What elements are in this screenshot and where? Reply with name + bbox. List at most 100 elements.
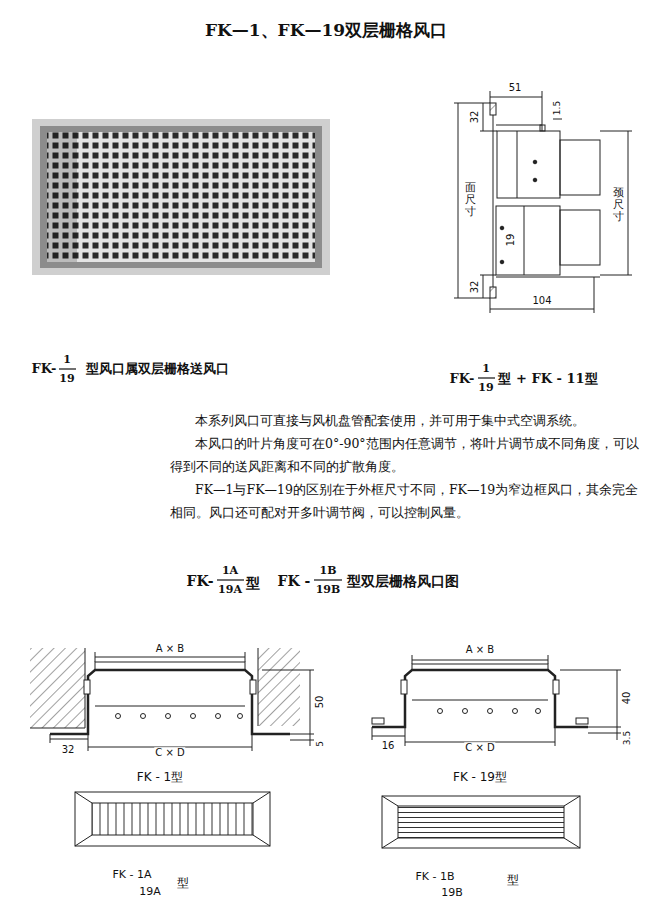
figure-caption: 19A <box>138 886 162 899</box>
ceiling-hatch <box>258 648 300 726</box>
clip <box>553 680 559 694</box>
figure-caption: FK - 1型 <box>136 771 184 785</box>
dimension-line <box>483 103 484 131</box>
subtitle-text: FK - <box>277 573 312 589</box>
grille-frame <box>32 119 330 275</box>
subtitle-fraction: 1B <box>319 565 338 578</box>
dimension-line <box>628 131 629 275</box>
extension-line <box>88 734 89 751</box>
caption-text: 型 + FK - 11型 <box>497 372 598 387</box>
fraction-bars <box>59 369 495 580</box>
ceiling-line <box>30 728 85 729</box>
dimension-line <box>458 103 459 298</box>
dimension-line <box>372 736 405 737</box>
dimension-line <box>490 309 594 310</box>
fk1-section <box>30 648 314 846</box>
figure-caption: 型 <box>176 877 190 891</box>
hood <box>412 664 548 670</box>
blade-pivot <box>216 714 221 719</box>
dimension-value: 3.5 <box>622 730 632 746</box>
blade-line <box>412 700 548 701</box>
figure-caption: FK - 19型 <box>452 771 508 785</box>
dimension-line <box>95 657 245 658</box>
dimension-value: 104 <box>531 295 552 307</box>
grille-face <box>40 126 322 268</box>
extension-line <box>454 298 490 299</box>
rivet <box>533 178 537 182</box>
ceiling-hatch <box>30 648 85 728</box>
flange-line <box>493 115 494 287</box>
rivet <box>500 260 504 264</box>
caption-fraction: 1 <box>62 354 72 367</box>
grille-shadow <box>47 132 77 262</box>
dimension-value: 50 <box>314 695 326 710</box>
lip-line <box>496 125 542 131</box>
section-view <box>454 91 632 313</box>
blade-line <box>517 131 518 198</box>
caption-fraction: 19 <box>477 382 494 395</box>
extension-line <box>542 91 543 125</box>
dimension-value: 32 <box>469 110 481 125</box>
fraction-bar <box>59 368 76 369</box>
dimension-value: 19 <box>505 233 517 248</box>
extension-line <box>262 670 314 671</box>
blade-pivot <box>463 709 468 714</box>
subtitle-fraction: 1A <box>221 565 239 578</box>
face-inner <box>398 806 564 838</box>
blade-pivot <box>488 709 493 714</box>
figure-caption: 19B <box>440 887 464 900</box>
extension-line <box>594 277 595 313</box>
body-lower <box>496 206 560 275</box>
extension-line <box>553 119 562 120</box>
caption-fraction: 19 <box>58 373 75 386</box>
dimension-value: A × B <box>465 644 495 656</box>
blade-pivot <box>438 709 443 714</box>
subtitle-text: FK- <box>186 573 215 589</box>
clip <box>250 680 256 694</box>
dimension-value: 32 <box>61 744 76 756</box>
clip <box>401 680 407 694</box>
body-upper <box>497 131 560 198</box>
extension-line <box>588 733 621 734</box>
fraction-bar <box>217 579 244 580</box>
blade-pivot <box>536 709 541 714</box>
dimension-value: 32 <box>469 280 481 295</box>
extension-line <box>560 670 621 671</box>
extension-line <box>600 131 632 132</box>
rivet <box>533 160 537 164</box>
corner-line <box>253 792 270 803</box>
wall-line <box>258 648 259 726</box>
dimension-value: 16 <box>381 740 396 752</box>
blade-pivot <box>238 714 243 719</box>
extension-line <box>600 275 632 276</box>
page-title: FK—1、FK—19双层栅格风口 <box>0 19 652 42</box>
dimension-line <box>412 660 548 661</box>
rivet <box>500 226 504 230</box>
extension-line <box>480 275 496 276</box>
description-paragraph: 本风口的叶片角度可在0°-90°范围内任意调节，将叶片调节成不同角度，可以得到不… <box>170 432 642 478</box>
subtitle-text: 型双层栅格风口图 <box>346 573 460 589</box>
face-outer <box>382 796 580 848</box>
dimension-name: 颈尺寸 <box>612 187 625 223</box>
dimension-value: 1.5 <box>552 100 562 116</box>
flange-hatch <box>490 287 496 298</box>
blade-pivot <box>166 714 171 719</box>
figure-caption: 型 <box>506 874 520 888</box>
subtitle-fraction: 19A <box>217 584 243 597</box>
dimension-line <box>50 739 88 740</box>
extension-line <box>252 734 253 751</box>
corner-line <box>564 796 580 806</box>
subtitle-fraction: 19B <box>315 584 342 597</box>
clip <box>540 125 545 131</box>
dimension-line <box>483 275 484 298</box>
body-lower-right <box>560 210 600 265</box>
description-paragraph: FK—1与FK—19的区别在于外框尺寸不同，FK—19为窄边框风口，其余完全相同… <box>170 478 642 524</box>
blade-pivot <box>116 714 121 719</box>
figure-caption: FK - 1A <box>111 869 152 882</box>
blade-pivot <box>191 714 196 719</box>
blade-line <box>524 206 525 275</box>
hood <box>95 662 245 670</box>
corner-line <box>75 835 92 846</box>
